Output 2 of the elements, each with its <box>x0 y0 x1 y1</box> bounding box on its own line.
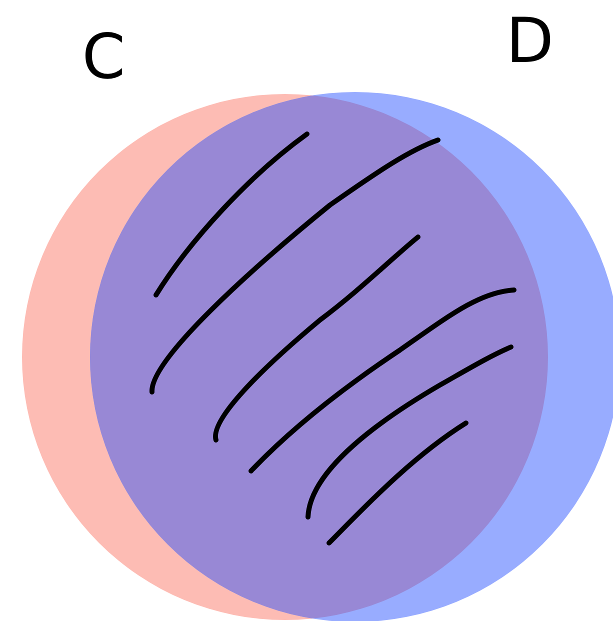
set-label: D <box>506 6 554 76</box>
set-label: C <box>82 22 126 92</box>
